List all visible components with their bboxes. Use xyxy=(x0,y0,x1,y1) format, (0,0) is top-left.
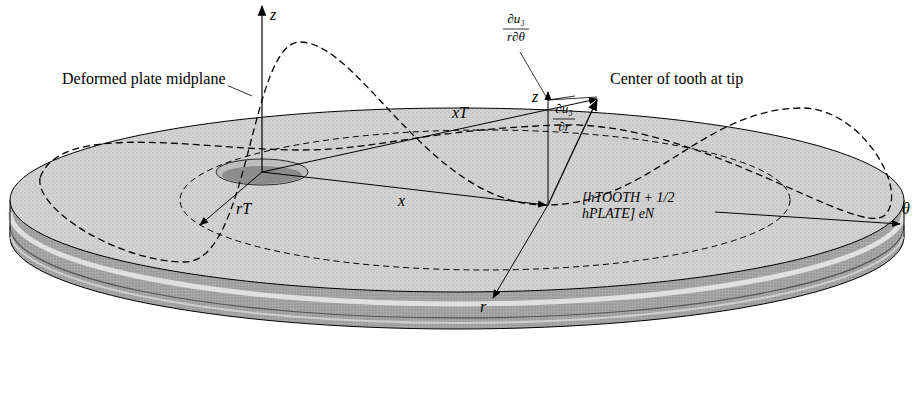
callout-label: Deformed plate midplane xyxy=(60,70,228,88)
vector-label: xT xyxy=(452,104,468,122)
vector-label: x xyxy=(398,192,405,210)
vector-label: rT xyxy=(236,200,251,218)
slope-label: ∂r xyxy=(553,120,575,135)
offset-label: [hTOOTH + 1/2 hPLATE] eN xyxy=(582,190,702,222)
axis-label: z xyxy=(270,6,276,24)
axis-label: z xyxy=(532,88,538,106)
axis-label: θ xyxy=(902,200,910,218)
slope-label: ∂u₃ xyxy=(503,12,529,27)
slope-label: r∂θ xyxy=(503,30,529,45)
axis-label: r xyxy=(480,298,486,316)
slope-label: ∂u₃ xyxy=(553,102,575,117)
callout-label: Center of tooth at tip xyxy=(610,70,743,88)
